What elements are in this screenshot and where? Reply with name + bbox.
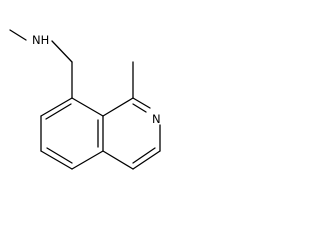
- n-atom-label: N: [152, 112, 161, 126]
- ring-bond-c3-c4-inner: [132, 147, 156, 164]
- bonds: [9, 29, 161, 170]
- nh-atom-label: NH: [32, 33, 49, 47]
- ring-bond-c5-c4a: [71, 150, 104, 170]
- chemical-structure: NH N: [9, 29, 161, 170]
- atom-labels: NH N: [32, 33, 161, 126]
- ring-bond-c8-c8a: [71, 97, 104, 117]
- ring-bond-c1-n2-inner: [132, 103, 147, 113]
- ring-bond-c6-c5-inner: [46, 147, 73, 164]
- ring-bond-c8a-c1: [102, 97, 134, 117]
- ring-bond-c1-n2: [132, 97, 151, 109]
- ring-bond-c8-c7: [40, 97, 73, 117]
- n-methyl-bond: [9, 29, 27, 41]
- ring-bond-c4-c4a: [102, 150, 134, 170]
- ring-bond-c6-c5: [40, 150, 73, 170]
- ring-bond-c3-c4: [132, 150, 161, 170]
- nh-ch2-bond: [51, 40, 73, 63]
- ring-bond-c8-c7-inner: [45, 103, 72, 120]
